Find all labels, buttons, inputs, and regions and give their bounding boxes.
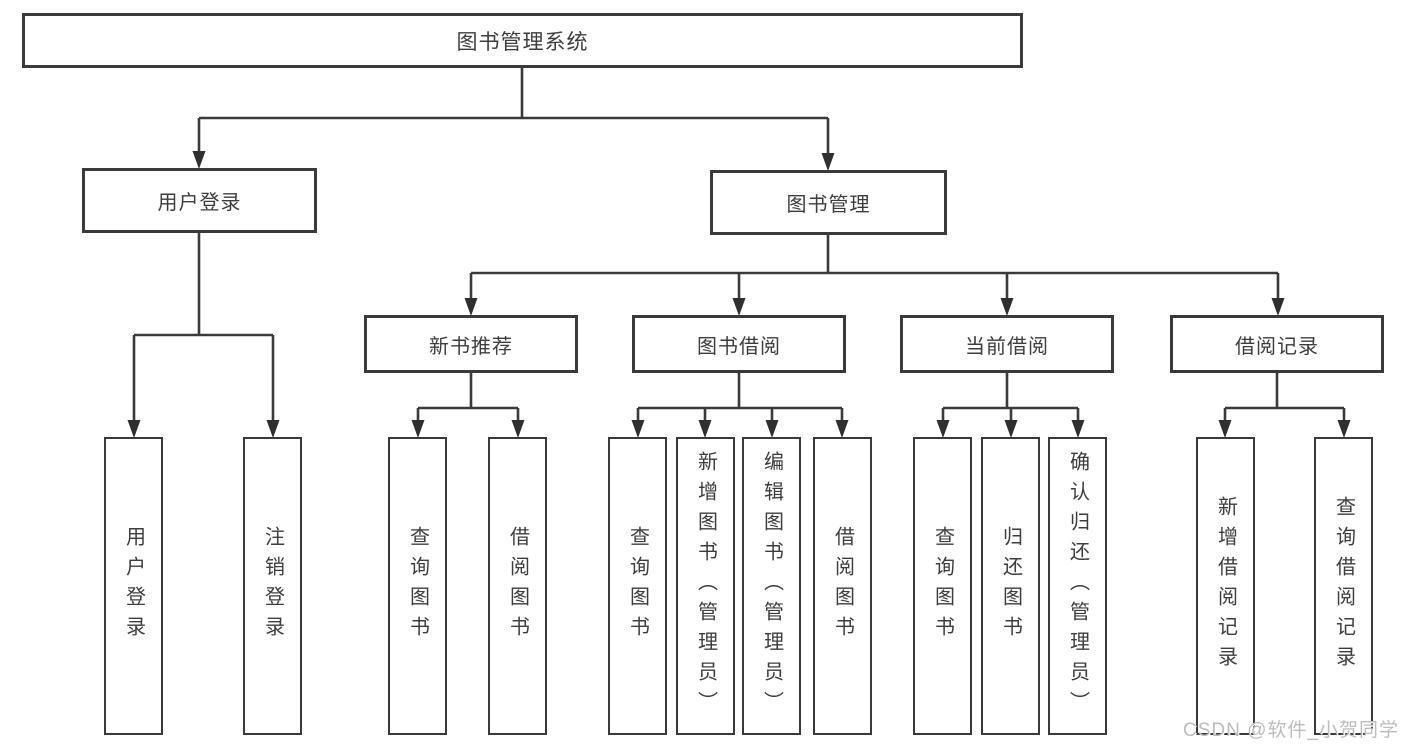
node-label: 新书推荐	[429, 335, 513, 358]
leaf-borrow-books: 借阅图书	[813, 437, 872, 735]
leaf-add-borrow-record: 新增借阅记录	[1196, 437, 1255, 735]
leaf-label: 查询图书	[406, 526, 429, 646]
node-book-borrow: 图书借阅	[632, 315, 846, 373]
leaf-label: 新增图书（管理员）	[694, 451, 717, 721]
leaf-query-books-current: 查询图书	[913, 437, 972, 735]
leaf-query-books-recommend: 查询图书	[388, 437, 447, 735]
leaf-label: 新增借阅记录	[1214, 496, 1237, 676]
leaf-label: 查询图书	[626, 526, 649, 646]
leaf-label: 用户登录	[122, 526, 145, 646]
leaf-edit-books-admin: 编辑图书（管理员）	[742, 437, 801, 735]
leaf-label: 注销登录	[261, 526, 284, 646]
leaf-user-login: 用户登录	[104, 437, 163, 735]
csdn-watermark: CSDN @软件_小贺同学	[1183, 720, 1399, 741]
leaf-label: 借阅图书	[506, 526, 529, 646]
node-label: 用户登录	[157, 192, 242, 214]
leaf-label: 借阅图书	[831, 526, 854, 646]
node-label: 当前借阅	[965, 335, 1049, 358]
node-new-book-recommend: 新书推荐	[364, 315, 578, 373]
leaf-label: 确认归还（管理员）	[1066, 451, 1089, 721]
leaf-query-books-borrow: 查询图书	[608, 437, 667, 735]
node-label: 图书管理系统	[456, 30, 589, 54]
leaf-label: 查询图书	[931, 526, 954, 646]
leaf-logout: 注销登录	[243, 437, 302, 735]
leaf-return-books: 归还图书	[981, 437, 1040, 735]
node-label: 图书管理	[786, 194, 871, 216]
node-borrow-record: 借阅记录	[1170, 315, 1384, 373]
node-label: 借阅记录	[1235, 335, 1319, 358]
node-user-login: 用户登录	[82, 168, 317, 233]
node-current-borrow: 当前借阅	[900, 315, 1114, 373]
leaf-query-borrow-record: 查询借阅记录	[1314, 437, 1373, 735]
leaf-add-books-admin: 新增图书（管理员）	[676, 437, 735, 735]
leaf-label: 查询借阅记录	[1332, 496, 1355, 676]
leaf-label: 编辑图书（管理员）	[760, 451, 783, 721]
leaf-borrow-books-recommend: 借阅图书	[488, 437, 547, 735]
leaf-label: 归还图书	[999, 526, 1022, 646]
node-system-root: 图书管理系统	[22, 13, 1023, 68]
node-book-management: 图书管理	[710, 170, 947, 235]
node-label: 图书借阅	[697, 335, 781, 358]
leaf-confirm-return-admin: 确认归还（管理员）	[1048, 437, 1107, 735]
